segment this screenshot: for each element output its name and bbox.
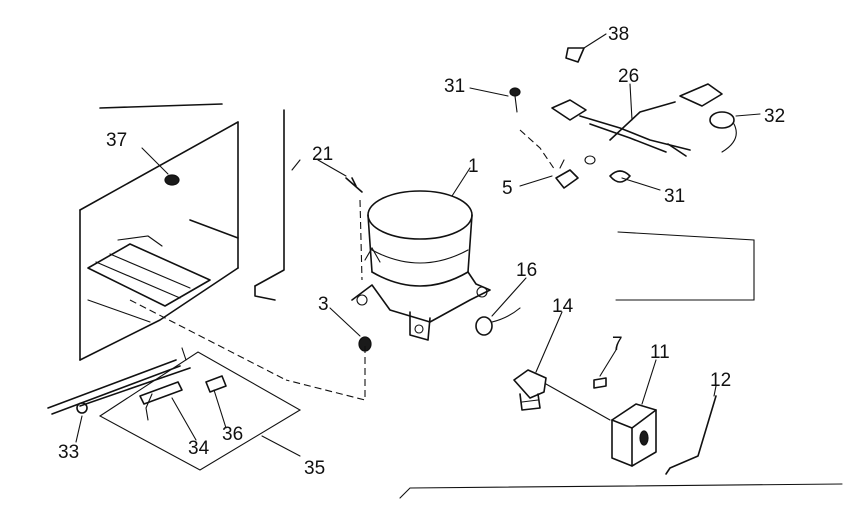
clip-21 (345, 177, 363, 193)
callout-5: 5 (502, 178, 513, 199)
callout-26: 26 (618, 66, 639, 87)
relay-14 (513, 369, 611, 421)
capacitor-32 (709, 111, 737, 153)
leader-lines (75, 33, 761, 457)
clamp-12 (665, 395, 717, 475)
terminal-38 (565, 47, 585, 63)
callout-36: 36 (222, 424, 243, 445)
overload-16 (475, 307, 521, 336)
callout-34: 34 (188, 438, 210, 459)
callout-38: 38 (608, 24, 629, 45)
cover-11 (611, 403, 657, 467)
callout-11: 11 (650, 342, 670, 363)
callout-12: 12 (710, 370, 731, 391)
clip-7 (593, 377, 607, 389)
callout-7: 7 (612, 334, 623, 355)
callout-31-top: 31 (444, 76, 465, 97)
dashed-leaders (129, 129, 556, 401)
callout-37: 37 (106, 130, 127, 151)
callout-32: 32 (764, 106, 785, 127)
screw-31-top (509, 87, 521, 113)
callout-1: 1 (468, 156, 479, 177)
terminal-5 (555, 155, 596, 189)
callout-33: 33 (58, 442, 79, 463)
cabinet-housing (79, 103, 301, 361)
clip-31-right (609, 170, 631, 183)
callout-16: 16 (516, 260, 537, 281)
callout-35: 35 (304, 458, 325, 479)
tube-kit (47, 347, 302, 471)
callout-31-right: 31 (664, 186, 685, 207)
callout-14: 14 (552, 296, 574, 317)
compressor-1 (351, 190, 491, 341)
callout-3: 3 (318, 294, 329, 315)
wire-harness-26 (551, 83, 723, 157)
grommet-37 (164, 174, 180, 186)
callout-21: 21 (312, 144, 333, 165)
